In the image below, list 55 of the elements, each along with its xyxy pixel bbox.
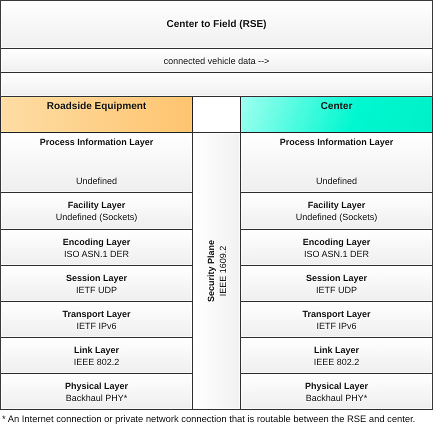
protocol-name: Undefined: [76, 175, 118, 187]
protocol-name: IETF UDP: [316, 284, 357, 296]
protocol-name: Backhaul PHY*: [306, 392, 368, 404]
protocol-name: IEEE 802.2: [74, 356, 120, 368]
protocol-name: IETF IPv6: [316, 320, 356, 332]
layer-name: Transport Layer: [62, 308, 131, 320]
protocol-name: IEEE 802.2: [314, 356, 360, 368]
empty-band: [0, 73, 433, 97]
layer-name: Session Layer: [306, 272, 368, 284]
protocol-name: ISO ASN.1 DER: [304, 248, 370, 260]
heading: Center to Field (RSE): [166, 18, 266, 30]
layer-name: Session Layer: [66, 272, 128, 284]
layer-name: Link Layer: [74, 344, 120, 356]
layer-name: Physical Layer: [304, 380, 368, 392]
layer-box: [0, 193, 193, 230]
column-heading: Center: [320, 101, 352, 113]
flow-band: [0, 49, 433, 73]
layer-box: [0, 374, 193, 410]
flow-label: connected vehicle data -->: [164, 54, 270, 66]
protocol-name: IETF IPv6: [76, 320, 116, 332]
layer-box: [240, 302, 433, 338]
layer-name: Process Information Layer: [280, 136, 394, 148]
layer-name: Encoding Layer: [302, 236, 370, 248]
footnote: * An Internet connection or private network connection that is routable between the RSE and center.: [2, 412, 416, 425]
layer-box: [240, 338, 433, 374]
layer-name: Encoding Layer: [62, 236, 130, 248]
layer-name: Physical Layer: [64, 380, 128, 392]
layer-box: [240, 193, 433, 230]
header-box: [240, 97, 433, 133]
layer-box: [0, 266, 193, 302]
layer-name: Facility Layer: [308, 199, 366, 211]
layer-box: [0, 302, 193, 338]
protocol-name: Undefined (Sockets): [56, 211, 138, 223]
layer-box: [0, 230, 193, 266]
protocol-name: Backhaul PHY*: [66, 392, 128, 404]
layer-box: [240, 374, 433, 410]
protocol-name: Undefined: [316, 175, 358, 187]
column-heading: Roadside Equipment: [46, 101, 146, 113]
layer-name: Facility Layer: [68, 199, 126, 211]
layer-box: [240, 133, 433, 193]
protocol-name: IETF UDP: [76, 284, 117, 296]
security-plane-box: [193, 133, 240, 410]
protocol-name: ISO ASN.1 DER: [64, 248, 130, 260]
layer-name: Link Layer: [314, 344, 360, 356]
layer-name: Process Information Layer: [40, 136, 154, 148]
layer-name: Transport Layer: [302, 308, 371, 320]
title-band: [0, 0, 433, 49]
header-box: [0, 97, 193, 133]
standard-name: IEEE 1609.2: [216, 246, 228, 296]
layer-box: [0, 133, 193, 193]
layer-box: [240, 230, 433, 266]
protocol-name: Undefined (Sockets): [296, 211, 378, 223]
plane-name: Security Plane: [204, 240, 216, 302]
layer-box: [240, 266, 433, 302]
layer-box: [0, 338, 193, 374]
